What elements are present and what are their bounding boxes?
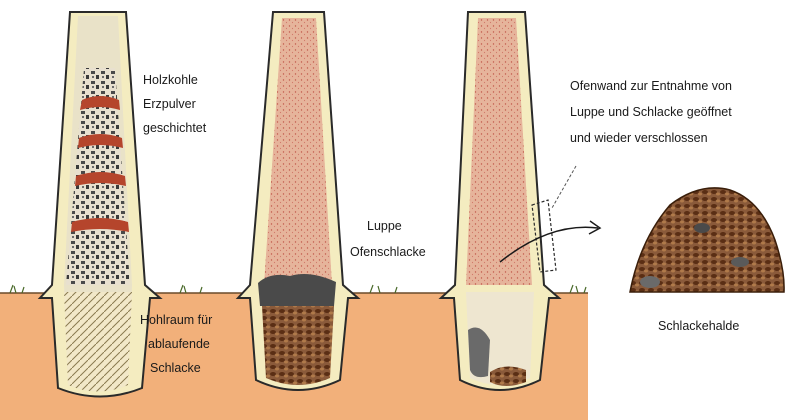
label-schlacke: Schlacke [150,360,201,377]
furnace-2 [238,12,358,390]
furnace-3-residue-2 [490,366,526,386]
label-geschichtet: geschichtet [143,120,206,137]
label-ofenwand-1: Ofenwand zur Entnahme von [570,78,732,95]
label-ofenwand-2: Luppe und Schlacke geöffnet [570,104,732,121]
label-holzkohle: Holzkohle [143,72,198,89]
furnace-2-slag-top [258,274,336,306]
furnace-3-residue [468,328,490,378]
label-schlackehalde: Schlackehalde [658,318,739,335]
note-pointer [552,166,576,208]
label-hohlraum: Hohlraum für [140,312,212,329]
label-ablaufende: ablaufende [148,336,210,353]
furnace-1 [40,12,160,397]
furnace-1-pit [64,292,132,392]
furnace-2-pit [262,306,334,385]
label-ofenwand-3: und wieder verschlossen [570,130,708,147]
label-erzpulver: Erzpulver [143,96,196,113]
label-ofenschlacke: Ofenschlacke [350,244,426,261]
slag-heap [630,188,784,292]
label-luppe: Luppe [367,218,402,235]
